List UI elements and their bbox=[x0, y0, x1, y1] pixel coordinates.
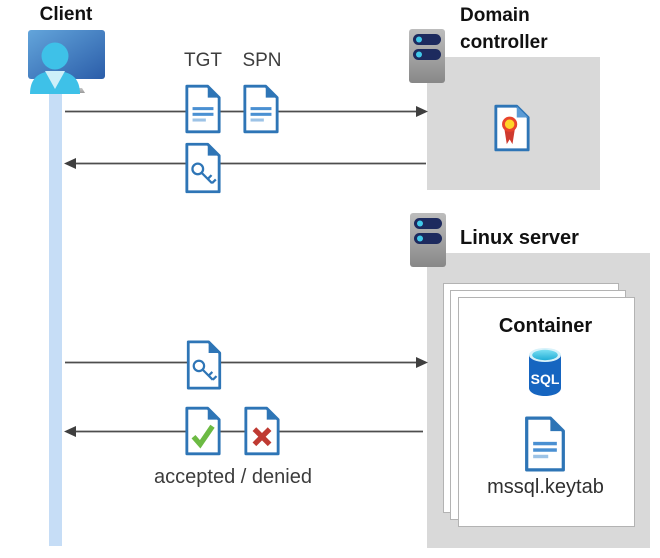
arrow-client-to-linux bbox=[65, 357, 428, 368]
linux-server-icon bbox=[410, 213, 446, 267]
client-user-icon bbox=[28, 30, 105, 94]
linux-server-title: Linux server bbox=[460, 227, 579, 249]
container-card bbox=[458, 297, 635, 527]
arrow-dc-to-client bbox=[64, 158, 426, 169]
domain-controller-title-line1: Domain bbox=[460, 5, 530, 26]
accepted-denied-label: accepted / denied bbox=[154, 466, 312, 488]
arrow-client-to-dc bbox=[65, 106, 428, 117]
domain-controller-title-line2: controller bbox=[460, 31, 548, 53]
key-ticket-icon-top bbox=[185, 142, 221, 194]
denied-document-icon bbox=[244, 406, 280, 456]
tgt-document-icon bbox=[185, 84, 221, 134]
certificate-icon bbox=[494, 104, 530, 152]
spn-label: SPN bbox=[242, 50, 282, 71]
key-ticket-icon-bottom bbox=[186, 340, 222, 390]
tgt-label: TGT bbox=[184, 50, 222, 71]
domain-controller-title: Domain controller bbox=[460, 3, 650, 57]
client-lifeline bbox=[49, 84, 62, 546]
domain-controller-server-icon bbox=[409, 29, 445, 83]
keytab-filename: mssql.keytab bbox=[487, 476, 604, 498]
spn-document-icon bbox=[243, 84, 279, 134]
client-title: Client bbox=[39, 4, 93, 25]
sql-database-icon: SQL bbox=[529, 348, 561, 396]
container-title: Container bbox=[498, 315, 593, 337]
sql-icon-text: SQL bbox=[531, 371, 560, 387]
accepted-document-icon bbox=[185, 406, 221, 456]
keytab-document-icon bbox=[525, 416, 565, 472]
